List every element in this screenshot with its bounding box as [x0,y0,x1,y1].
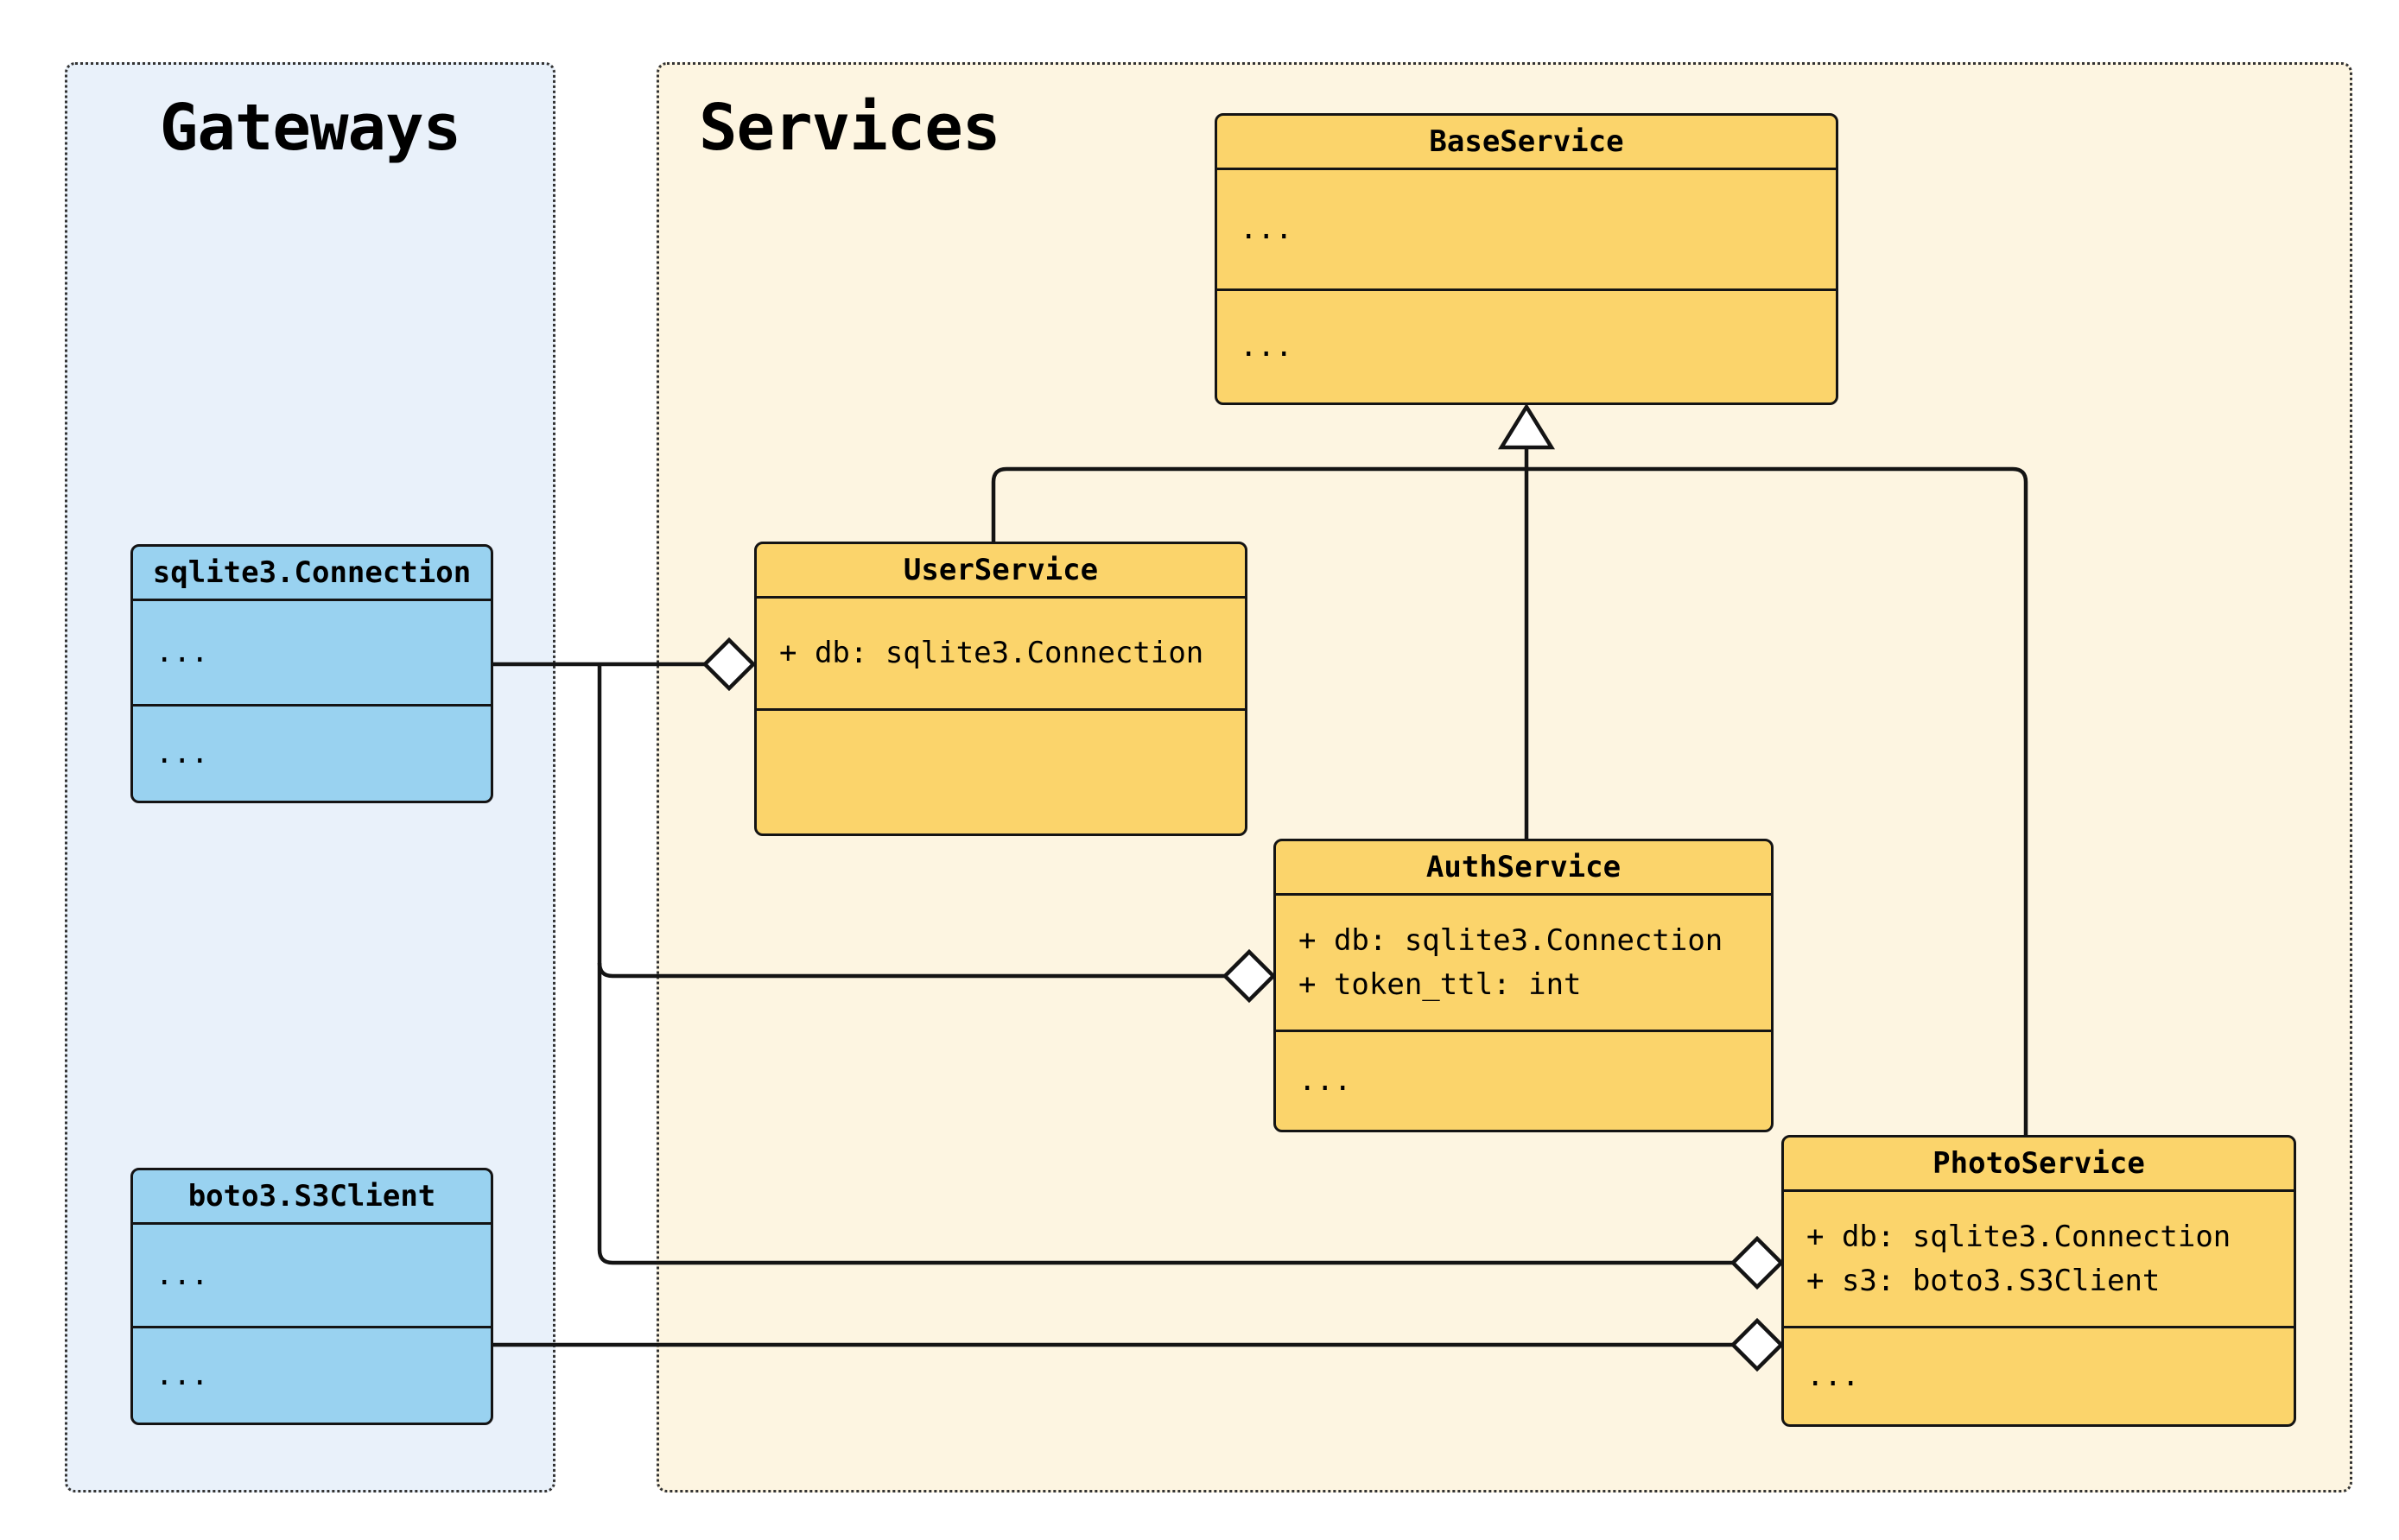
gateways-group-label: Gateways [159,91,461,165]
attribute-line: + db: sqlite3.Connection [1298,922,1723,958]
method-line: ... [1806,1359,1860,1393]
attribute-line: + token_ttl: int [1298,966,1582,1002]
services-group-label: Services [699,91,1000,165]
class-title: sqlite3.Connection [152,555,472,590]
attribute-line: + db: sqlite3.Connection [1806,1219,2231,1254]
attributes-compartment: + db: sqlite3.Connection + token_ttl: in… [1276,893,1771,1030]
class-title: boto3.S3Client [187,1179,436,1214]
aggregation-line-sqlite-authservice [597,962,1226,979]
aggregation-diamond-photoservice-db [1729,1235,1785,1290]
attribute-line: + db: sqlite3.Connection [779,636,1204,670]
method-line: ... [155,1358,209,1392]
methods-compartment: ... [1276,1030,1771,1130]
method-line: ... [1298,1063,1352,1098]
class-box-baseservice: BaseService ... ... [1215,113,1838,405]
methods-compartment: ... [1217,288,1836,402]
aggregation-diamond-userservice [701,637,757,692]
attributes-compartment: + db: sqlite3.Connection [757,596,1245,708]
inheritance-triangle-arrowhead [1497,402,1556,450]
attribute-line: ... [155,1258,209,1292]
inheritance-bus-line [991,466,2028,1135]
attribute-line: + s3: boto3.S3Client [1806,1263,2161,1298]
aggregation-line-sqlite-photoservice [597,664,1734,1265]
attribute-line: ... [155,635,209,669]
attributes-compartment: ... [1217,168,1836,288]
methods-compartment: ... [1784,1326,2294,1424]
class-box-authservice: AuthService + db: sqlite3.Connection + t… [1273,839,1774,1132]
class-title: UserService [903,553,1099,587]
attributes-compartment: ... [133,1222,491,1326]
class-title: BaseService [1429,124,1624,159]
class-box-userservice: UserService + db: sqlite3.Connection [754,542,1247,836]
attributes-compartment: ... [133,599,491,704]
method-line: ... [1240,329,1293,364]
aggregation-diamond-photoservice-s3 [1729,1317,1785,1372]
class-box-photoservice: PhotoService + db: sqlite3.Connection + … [1781,1135,2296,1427]
class-title: PhotoService [1933,1146,2145,1181]
methods-compartment [757,708,1245,833]
class-title: AuthService [1425,850,1622,884]
methods-compartment: ... [133,704,491,801]
attributes-compartment: + db: sqlite3.Connection + s3: boto3.S3C… [1784,1189,2294,1326]
aggregation-diamond-authservice [1222,948,1277,1004]
class-box-sqlite3-connection: sqlite3.Connection ... ... [130,544,493,803]
class-box-boto3-s3client: boto3.S3Client ... ... [130,1168,493,1425]
methods-compartment: ... [133,1326,491,1423]
method-line: ... [155,736,209,770]
attribute-line: ... [1240,212,1293,246]
